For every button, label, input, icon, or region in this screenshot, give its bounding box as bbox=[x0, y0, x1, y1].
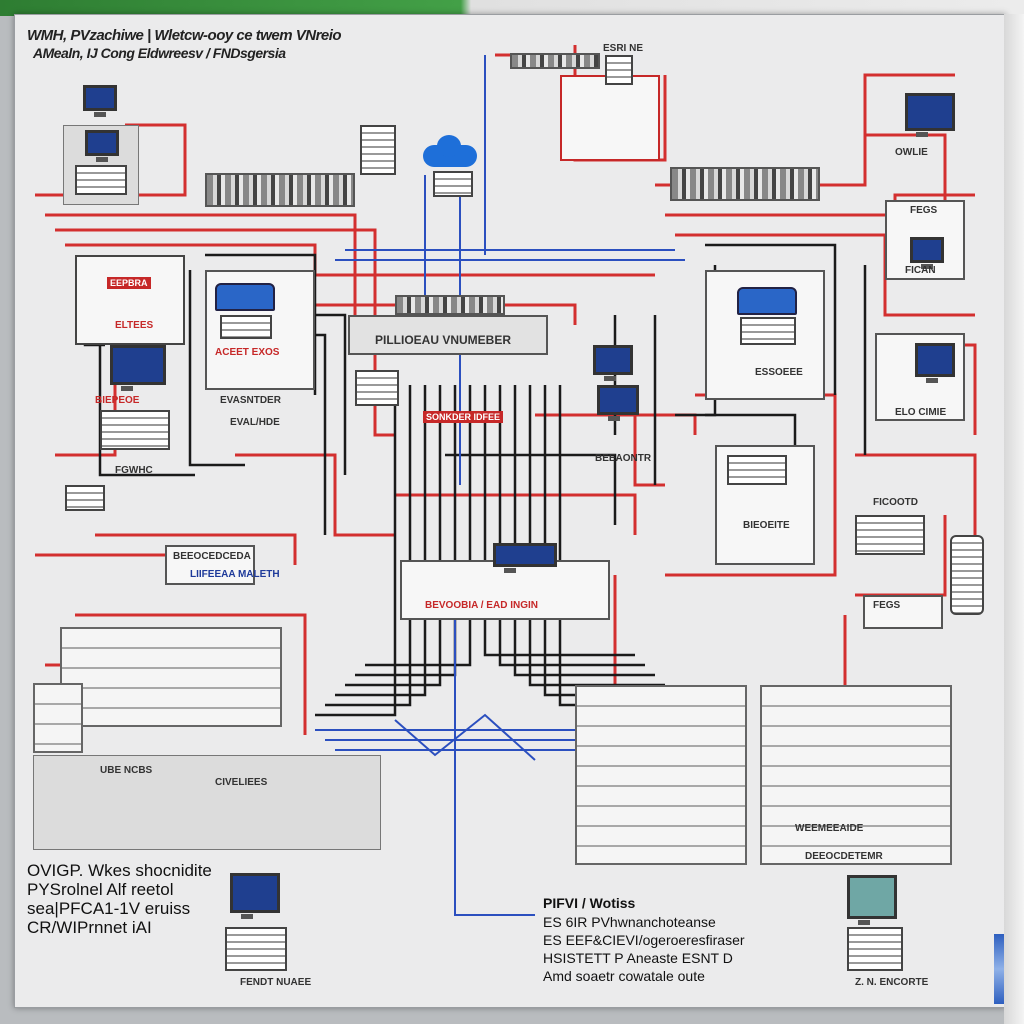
center-right-monitor-icon bbox=[593, 345, 633, 381]
rack-top-label: ESRI NE bbox=[603, 43, 644, 54]
left-device-tag-1: EEPBRA bbox=[107, 277, 151, 289]
central-tag: SONKDER IDFEE bbox=[423, 411, 504, 423]
phone-device-icon bbox=[950, 535, 984, 615]
left-device-box-1 bbox=[75, 255, 185, 345]
central-hub-label: PILLIOEAU VNUMEBER bbox=[375, 333, 512, 347]
left-mid-box bbox=[165, 545, 255, 585]
right-device-label-3: FICAN bbox=[905, 265, 936, 276]
right-device-label: ESSOEEE bbox=[755, 367, 803, 378]
desktop-tower-icon bbox=[75, 165, 127, 195]
bottom-left-monitor-icon bbox=[230, 873, 280, 919]
top-window-strip bbox=[0, 0, 1024, 16]
right-monitor-icon-2 bbox=[915, 343, 955, 383]
mid-box-label-2: EVASNTDER bbox=[220, 395, 281, 406]
top-rack bbox=[510, 53, 600, 69]
right-device-label-5: BIEOEITE bbox=[743, 520, 790, 531]
scrollbar-thumb[interactable] bbox=[994, 934, 1004, 1004]
server-icon bbox=[360, 125, 396, 175]
center-right-monitor-icon-2 bbox=[597, 385, 639, 421]
left-storage-icon bbox=[220, 315, 272, 339]
mid-box-label-1: ACEET EXOS bbox=[215, 347, 280, 358]
left-blue-device-icon bbox=[215, 283, 275, 311]
central-rack bbox=[395, 295, 505, 315]
right-bottom-box-label: FEGS bbox=[873, 600, 901, 611]
left-mid-tag: LIIFEEAA MALETH bbox=[190, 569, 280, 580]
switch-rack-right bbox=[670, 167, 820, 201]
bottom-left-tower-icon bbox=[225, 927, 287, 971]
left-device-label-2: ELTEES bbox=[115, 320, 154, 331]
cloud-icon bbox=[423, 135, 477, 167]
bottom-right-table-2 bbox=[760, 685, 952, 865]
bottom-left-panel bbox=[33, 755, 381, 850]
switch-rack-left bbox=[205, 173, 355, 207]
diagram-subtitle: AMealn, IJ Cong Eldwreesv / FNDsgersia bbox=[33, 45, 286, 61]
left-monitor-icon bbox=[110, 345, 166, 391]
bottom-right-col-label-2: DEEOCDETEMR bbox=[805, 851, 883, 862]
notes-right-title: PIFVI / Wotiss bbox=[543, 895, 636, 911]
left-device-label-3: BIEPEOE bbox=[95, 395, 140, 406]
right-device-label-4: ELO CIMIE bbox=[895, 407, 947, 418]
notes-left: OVIGP. Wkes shocnidite PYSrolnel Alf ree… bbox=[27, 861, 212, 937]
center-lower-device-icon bbox=[493, 543, 557, 573]
laptop-icon bbox=[905, 93, 955, 137]
bottom-right-caption: Z. N. ENCORTE bbox=[855, 977, 929, 988]
workstation-monitor-icon-2 bbox=[85, 130, 119, 162]
left-small-device-icon bbox=[65, 485, 105, 511]
bottom-right-tower-icon bbox=[847, 927, 903, 971]
bottom-right-col-label: WEEMEEAIDE bbox=[795, 823, 864, 834]
bottom-right-monitor-icon bbox=[847, 875, 897, 925]
right-device-label-2: FEGS bbox=[910, 205, 938, 216]
bottom-left-side-table bbox=[33, 683, 83, 753]
router-icon bbox=[433, 171, 473, 197]
device-top-right-label: OWLIE bbox=[895, 147, 928, 158]
mid-box-label-3: EVAL/HDE bbox=[230, 417, 280, 428]
diagram-title: WMH, PVzachiwe | Wletcw-ooy ce twem VNre… bbox=[27, 27, 342, 44]
central-hub bbox=[348, 315, 548, 355]
diagram-window: WMH, PVzachiwe | Wletcw-ooy ce twem VNre… bbox=[14, 14, 1006, 1008]
center-right-label: BEEAONTR bbox=[595, 453, 652, 464]
central-server-icon bbox=[355, 370, 399, 406]
top-server-box bbox=[560, 75, 660, 161]
bottom-left-panel-label: UBE NCBS bbox=[100, 765, 153, 776]
scrollbar-track[interactable] bbox=[1004, 14, 1024, 1024]
left-mid-tag-2: BEEOCEDCEDA bbox=[173, 551, 251, 562]
right-storage-icon bbox=[740, 317, 796, 345]
left-server-icon bbox=[100, 410, 170, 450]
right-monitor-icon bbox=[910, 237, 944, 269]
center-lower-label: BEVOOBIA / EAD INGIN bbox=[425, 600, 538, 611]
right-small-server-icon bbox=[855, 515, 925, 555]
workstation-monitor-icon bbox=[83, 85, 117, 117]
bottom-right-table-1 bbox=[575, 685, 747, 865]
bottom-left-caption: FENDT NUAEE bbox=[240, 977, 312, 988]
top-server-icon bbox=[605, 55, 633, 85]
bottom-left-panel-label-2: CIVELIEES bbox=[215, 777, 268, 788]
right-bottom-box bbox=[863, 595, 943, 629]
right-blue-device-icon bbox=[737, 287, 797, 315]
left-device-label-4: FGWHC bbox=[115, 465, 153, 476]
right-server-icon bbox=[727, 455, 787, 485]
notes-right: ES 6IR PVhwnanchoteanse ES EEF&CIEVI/oge… bbox=[543, 914, 745, 984]
right-device-label-6: FICOOTD bbox=[873, 497, 918, 508]
bottom-left-table bbox=[60, 627, 282, 727]
